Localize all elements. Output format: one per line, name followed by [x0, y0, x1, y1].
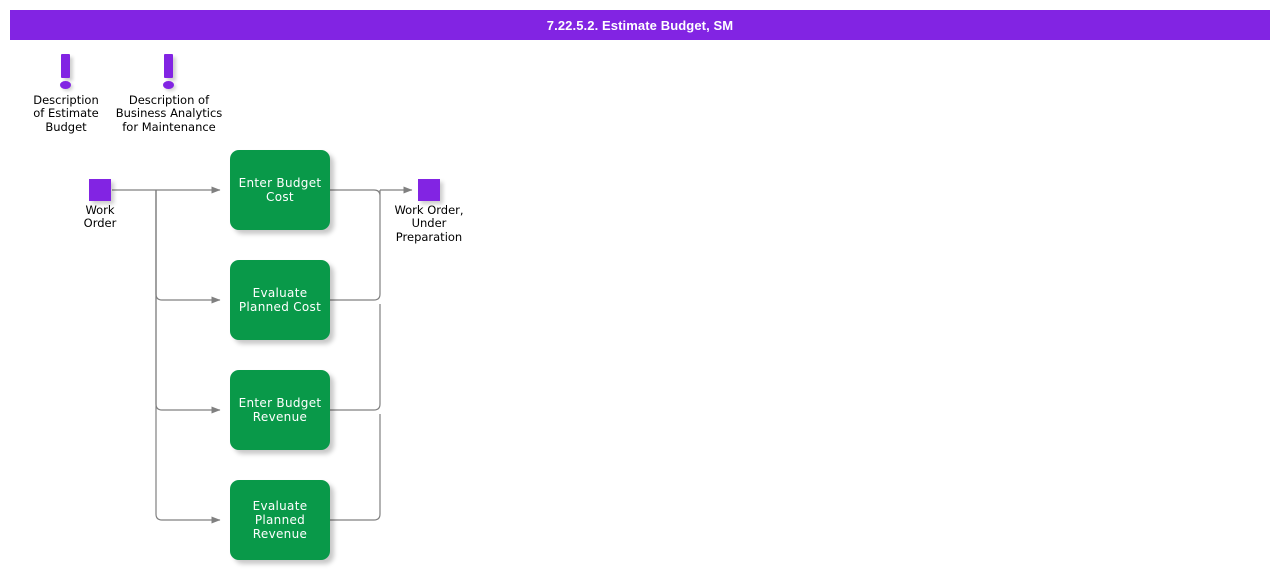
connector-spine-to-evaluate-planned-revenue [155, 190, 221, 524]
note-label: Description of Estimate Budget [33, 93, 99, 134]
terminal-work-order[interactable]: Work Order [60, 179, 140, 231]
process-box-label: Enter Budget Revenue [238, 396, 322, 424]
note-description-of-estimate-budget[interactable]: Description of Estimate Budget [21, 54, 111, 134]
connector-enter-budget-revenue-out [330, 304, 381, 411]
note-label: Description of Business Analytics for Ma… [115, 93, 223, 134]
terminal-square-icon [89, 179, 111, 201]
terminal-square-icon [418, 179, 440, 201]
process-box-evaluate-planned-revenue[interactable]: Evaluate Planned Revenue [230, 480, 330, 560]
note-description-of-business-analytics-for-maintenance[interactable]: Description of Business Analytics for Ma… [113, 54, 225, 134]
exclamation-icon [56, 54, 76, 92]
terminal-label: Work Order, Under Preparation [394, 203, 464, 244]
connector-enter-budget-cost-out [330, 189, 381, 197]
terminal-label: Work Order [83, 203, 117, 231]
process-box-label: Enter Budget Cost [238, 176, 322, 204]
exclamation-icon [159, 54, 179, 92]
process-box-label: Evaluate Planned Cost [238, 286, 322, 314]
page-title: 7.22.5.2. Estimate Budget, SM [546, 17, 734, 33]
window-title-bar: 7.22.5.2. Estimate Budget, SM [10, 10, 1270, 40]
terminal-work-order-under-preparation[interactable]: Work Order, Under Preparation [364, 179, 494, 244]
connector-layer [112, 186, 413, 524]
connector-spine-to-enter-budget-revenue [155, 190, 221, 414]
diagram-canvas: Description of Estimate Budget Descripti… [0, 40, 1280, 570]
connector-evaluate-planned-cost-out [330, 196, 381, 301]
connector-evaluate-planned-revenue-out [330, 414, 381, 521]
process-box-enter-budget-revenue[interactable]: Enter Budget Revenue [230, 370, 330, 450]
process-box-label: Evaluate Planned Revenue [252, 499, 308, 541]
connector-spine-to-evaluate-planned-cost [155, 190, 221, 304]
process-box-enter-budget-cost[interactable]: Enter Budget Cost [230, 150, 330, 230]
process-box-evaluate-planned-cost[interactable]: Evaluate Planned Cost [230, 260, 330, 340]
